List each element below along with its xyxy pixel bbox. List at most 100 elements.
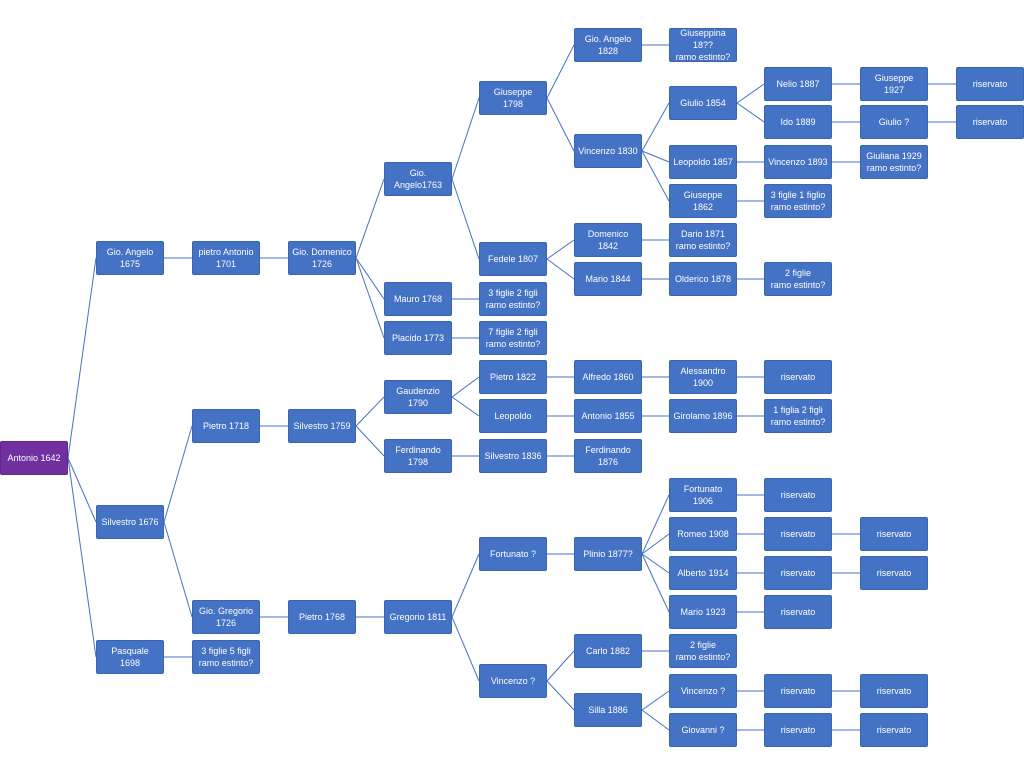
person-node-n67: Vincenzo ? (669, 674, 737, 708)
person-node-n56: Alberto 1914 (669, 556, 737, 590)
connector-n36-n38 (451, 376, 480, 398)
person-node-n62: riservato (860, 556, 928, 590)
connector-n10-n13 (546, 97, 575, 152)
connector-n15-n19 (736, 102, 765, 123)
person-node-n17: Giuseppe 1862 (669, 184, 737, 218)
person-node-n9: Placido 1773 (384, 321, 452, 355)
person-node-n23: riservato (956, 105, 1024, 139)
person-node-n70: riservato (860, 674, 928, 708)
person-node-n36: Gaudenzio 1790 (384, 380, 452, 414)
person-node-n61: riservato (764, 556, 832, 590)
connector-n53-n55 (641, 533, 670, 555)
person-node-n69: riservato (764, 674, 832, 708)
person-node-n71: riservato (764, 713, 832, 747)
person-node-n21: Giulio ? (860, 105, 928, 139)
person-node-n50: Gregorio 1811 (384, 600, 452, 634)
person-node-n28: Mario 1844 (574, 262, 642, 296)
person-node-n33: 7 figlie 2 figli ramo estinto? (479, 321, 547, 355)
connector-n7-n10 (451, 97, 480, 180)
person-node-n32: 3 figlie 2 figli ramo estinto? (479, 282, 547, 316)
person-node-n24: Vincenzo 1893 (764, 145, 832, 179)
person-node-n18: Nelio 1887 (764, 67, 832, 101)
person-node-n51: Fortunato ? (479, 537, 547, 571)
person-node-n27: Domenico 1842 (574, 223, 642, 257)
person-node-n39: Leopoldo (479, 399, 547, 433)
person-node-n45: 1 figlia 2 figli ramo estinto? (764, 399, 832, 433)
person-node-n59: riservato (764, 517, 832, 551)
connector-n1-n4 (67, 457, 97, 658)
person-node-n42: Alessandro 1900 (669, 360, 737, 394)
person-node-n63: riservato (764, 595, 832, 629)
connector-n6-n7 (355, 178, 385, 259)
person-node-n11: Fedele 1807 (479, 242, 547, 276)
connector-n65-n67 (641, 690, 670, 711)
connector-n10-n12 (546, 44, 575, 99)
person-node-n64: Carlo 1882 (574, 634, 642, 668)
connector-n6-n8 (355, 257, 385, 300)
person-node-n20: Giuseppe 1927 (860, 67, 928, 101)
person-node-n35: Silvestro 1759 (288, 409, 356, 443)
person-node-n19: Ido 1889 (764, 105, 832, 139)
person-node-n10: Giuseppe 1798 (479, 81, 547, 115)
person-node-n44: riservato (764, 360, 832, 394)
connector-n11-n28 (546, 258, 575, 280)
connector-n13-n15 (641, 102, 670, 152)
connector-n53-n54 (641, 494, 670, 555)
person-node-n55: Romeo 1908 (669, 517, 737, 551)
connector-n11-n27 (546, 239, 575, 260)
connector-n36-n39 (451, 396, 480, 417)
person-node-n34: Pietro 1718 (192, 409, 260, 443)
connector-n35-n36 (355, 396, 385, 427)
person-node-n22: riservato (956, 67, 1024, 101)
person-node-n68: Giovanni ? (669, 713, 737, 747)
person-node-n46: Silvestro 1836 (479, 439, 547, 473)
person-node-n14: Giuseppina 18?? ramo estinto? (669, 28, 737, 62)
connector-n1-n3 (67, 457, 97, 523)
person-node-n2: Gio. Angelo 1675 (96, 241, 164, 275)
person-node-n26: 3 figlie 1 figlio ramo estinto? (764, 184, 832, 218)
person-node-n66: 2 figlie ramo estinto? (669, 634, 737, 668)
person-node-n12: Gio. Angelo 1828 (574, 28, 642, 62)
person-node-n8: Mauro 1768 (384, 282, 452, 316)
person-node-n72: riservato (860, 713, 928, 747)
person-node-n65: Silla 1886 (574, 693, 642, 727)
connector-n65-n68 (641, 709, 670, 731)
connector-n6-n9 (355, 257, 385, 339)
person-node-n7: Gio. Angelo1763 (384, 162, 452, 196)
connector-n52-n65 (546, 680, 575, 711)
person-node-n5: pietro Antonio 1701 (192, 241, 260, 275)
person-node-n57: Mario 1923 (669, 595, 737, 629)
person-node-n4: Pasquale 1698 (96, 640, 164, 674)
person-node-n1: Antonio 1642 (0, 441, 68, 475)
person-node-n60: riservato (860, 517, 928, 551)
connector-n13-n16 (641, 150, 670, 163)
person-node-n58: riservato (764, 478, 832, 512)
connector-n50-n52 (451, 616, 480, 682)
connector-n7-n11 (451, 178, 480, 260)
person-node-n43: Girolamo 1896 (669, 399, 737, 433)
person-node-n15: Giulio 1854 (669, 86, 737, 120)
person-node-n53: Plinio 1877? (574, 537, 642, 571)
person-node-n49: Pietro 1768 (288, 600, 356, 634)
person-node-n6: Gio. Domenico 1726 (288, 241, 356, 275)
person-node-n13: Vincenzo 1830 (574, 134, 642, 168)
person-node-n41: Antonio 1855 (574, 399, 642, 433)
connector-n13-n17 (641, 150, 670, 202)
person-node-n48: Gio. Gregorio 1726 (192, 600, 260, 634)
person-node-n54: Fortunato 1906 (669, 478, 737, 512)
connector-n3-n48 (163, 521, 193, 618)
person-node-n16: Leopoldo 1857 (669, 145, 737, 179)
connector-n35-n37 (355, 425, 385, 457)
person-node-n3: Silvestro 1676 (96, 505, 164, 539)
person-node-n38: Pietro 1822 (479, 360, 547, 394)
connector-n53-n57 (641, 553, 670, 613)
connector-n3-n34 (163, 425, 193, 523)
connector-n53-n56 (641, 553, 670, 574)
person-node-n52: Vincenzo ? (479, 664, 547, 698)
connector-n50-n51 (451, 553, 480, 618)
person-node-n25: Giuliana 1929 ramo estinto? (860, 145, 928, 179)
person-node-n31: 2 figlie ramo estinto? (764, 262, 832, 296)
person-node-n29: Dario 1871 ramo estinto? (669, 223, 737, 257)
